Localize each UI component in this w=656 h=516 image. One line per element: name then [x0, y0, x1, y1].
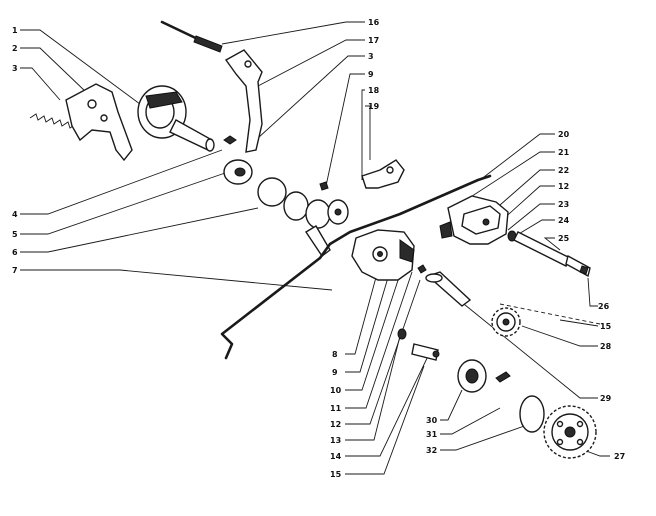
callout-7: 7	[12, 266, 18, 275]
callout-6: 6	[12, 248, 18, 257]
callout-20: 20	[558, 130, 570, 139]
callout-1: 1	[12, 26, 18, 35]
callout-8: 8	[332, 350, 338, 359]
bracket-part-2	[65, 83, 133, 162]
callout-11: 11	[330, 404, 342, 413]
housing-part-1	[137, 85, 215, 152]
callout-16: 16	[368, 18, 380, 27]
callout-26: 26	[598, 302, 610, 311]
callout-25: 25	[558, 234, 570, 243]
control-rod-part-7	[220, 174, 492, 360]
callout-27: 27	[614, 452, 625, 461]
callout-12: 12	[558, 182, 569, 191]
callout-3-b: 3	[368, 52, 374, 61]
shaft-part-29	[425, 271, 472, 307]
callout-14: 14	[330, 452, 342, 461]
callout-12-b: 12	[330, 420, 341, 429]
gear-part-27	[543, 405, 597, 459]
callout-5: 5	[12, 230, 18, 239]
disc-part-32	[519, 395, 545, 433]
callout-28: 28	[600, 342, 612, 351]
pump-assembly-part-21	[439, 195, 509, 245]
callout-29: 29	[600, 394, 612, 403]
shaft-part-25	[507, 230, 591, 278]
callout-9-b: 9	[332, 368, 338, 377]
callout-4: 4	[12, 210, 18, 219]
callout-22: 22	[558, 166, 569, 175]
callout-18: 18	[368, 86, 380, 95]
cam-part-30	[457, 359, 511, 393]
callout-23: 23	[558, 200, 569, 209]
callout-2: 2	[12, 44, 18, 53]
callout-13: 13	[330, 436, 341, 445]
small-parts-4-5	[223, 135, 253, 185]
crankshaft-part-6	[257, 177, 349, 258]
callout-32: 32	[426, 446, 437, 455]
small-parts-9-18-19	[319, 159, 405, 191]
rod-part-16	[160, 20, 223, 53]
callout-21: 21	[558, 148, 570, 157]
fasteners-11-15	[397, 264, 440, 361]
gear-part-28	[491, 307, 521, 337]
callout-30: 30	[426, 416, 438, 425]
callout-24: 24	[558, 216, 570, 225]
callout-19: 19	[368, 102, 380, 111]
callout-labels: 1 2 3 4 5 6 7 16 17 3 9 18 19 20 21 22 1…	[12, 18, 625, 479]
axis-part-15	[499, 303, 601, 325]
callout-15-b: 15	[330, 470, 342, 479]
callout-10: 10	[330, 386, 342, 395]
callout-9: 9	[368, 70, 374, 79]
callout-17: 17	[368, 36, 379, 45]
leader-lines	[20, 21, 610, 475]
callout-15: 15	[600, 322, 612, 331]
callout-31: 31	[426, 430, 438, 439]
plate-part-8	[351, 229, 415, 281]
callout-3: 3	[12, 64, 18, 73]
lever-part-17	[224, 49, 263, 153]
